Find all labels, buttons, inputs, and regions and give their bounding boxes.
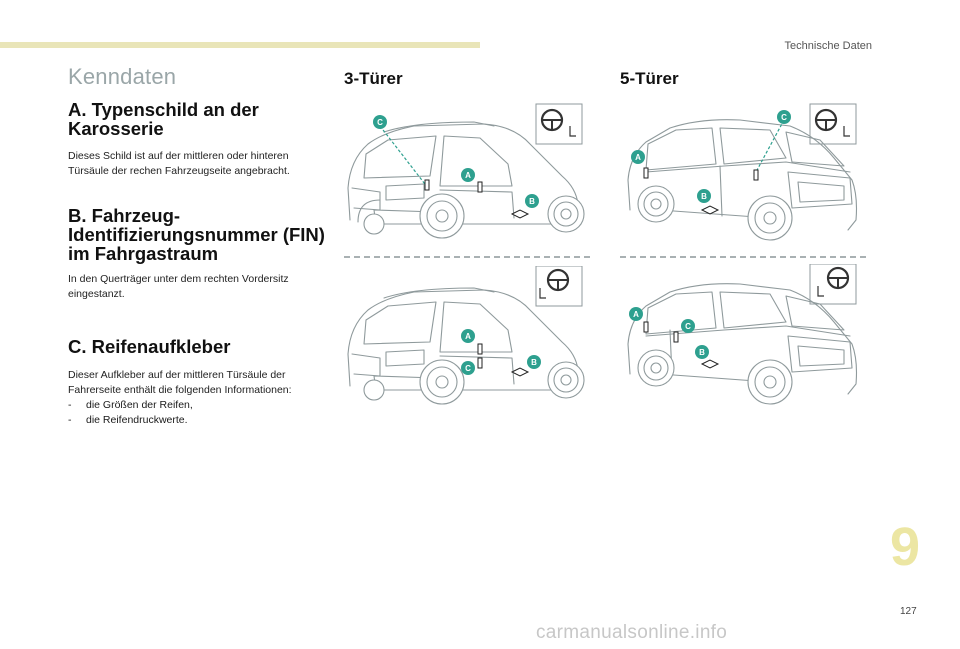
heading-5-door: 5-Türer bbox=[620, 69, 679, 88]
car-5-door-front-view: C A B bbox=[627, 103, 858, 241]
text-typenschild: Dieses Schild ist auf der mittleren oder… bbox=[68, 150, 290, 177]
svg-text:A: A bbox=[633, 310, 639, 319]
marker-b: B bbox=[695, 345, 709, 359]
marker-b: B bbox=[527, 355, 541, 369]
divider-3-door bbox=[344, 256, 590, 258]
svg-text:B: B bbox=[529, 197, 535, 206]
watermark: carmanualsonline.info bbox=[536, 622, 728, 643]
svg-text:A: A bbox=[465, 332, 471, 341]
marker-c: C bbox=[681, 319, 695, 333]
car-5-door-driver-side: A C B bbox=[627, 264, 858, 405]
page-title: Kenndaten bbox=[68, 64, 177, 89]
marker-b: B bbox=[697, 189, 711, 203]
heading-fin: B. Fahrzeug-Identifizierungsnummer (FIN)… bbox=[68, 205, 325, 264]
svg-text:A: A bbox=[465, 171, 471, 180]
heading-3-door: 3-Türer bbox=[344, 69, 403, 88]
marker-a: A bbox=[631, 150, 645, 164]
header-accent-bar bbox=[0, 42, 480, 48]
marker-b: B bbox=[525, 194, 539, 208]
svg-text:C: C bbox=[465, 364, 471, 373]
section-label: Technische Daten bbox=[784, 40, 872, 52]
chapter-number: 9 bbox=[890, 517, 921, 577]
svg-text:C: C bbox=[685, 322, 691, 331]
steering-wheel-icon bbox=[809, 103, 857, 145]
heading-reifenaufkleber: C. Reifenaufkleber bbox=[68, 336, 231, 357]
car-3-door-driver-side: A C B bbox=[347, 266, 585, 405]
marker-c: C bbox=[777, 110, 791, 124]
svg-text:A: A bbox=[635, 153, 641, 162]
svg-text:B: B bbox=[699, 348, 705, 357]
svg-text:C: C bbox=[377, 118, 383, 127]
divider-5-door bbox=[620, 256, 866, 258]
tyre-info-list: -die Größen der Reifen, -die Reifendruck… bbox=[68, 398, 328, 428]
steering-wheel-icon bbox=[535, 266, 583, 307]
page-number: 127 bbox=[900, 606, 917, 617]
svg-text:B: B bbox=[701, 192, 707, 201]
steering-wheel-icon bbox=[535, 103, 583, 145]
list-item: -die Größen der Reifen, bbox=[68, 399, 193, 411]
text-reifenaufkleber: Dieser Aufkleber auf der mittleren Türsä… bbox=[68, 369, 292, 396]
marker-c: C bbox=[461, 361, 475, 375]
svg-text:C: C bbox=[781, 113, 787, 122]
heading-typenschild: A. Typenschild an der Karosserie bbox=[68, 99, 259, 139]
marker-c: C bbox=[373, 115, 387, 129]
marker-a: A bbox=[629, 307, 643, 321]
list-item: -die Reifendruckwerte. bbox=[68, 414, 188, 426]
marker-a: A bbox=[461, 329, 475, 343]
svg-text:B: B bbox=[531, 358, 537, 367]
text-fin: In den Querträger unter dem rechten Vord… bbox=[68, 273, 289, 300]
steering-wheel-icon bbox=[809, 264, 857, 305]
marker-a: A bbox=[461, 168, 475, 182]
car-3-door-rear-view: C A B bbox=[347, 103, 585, 239]
